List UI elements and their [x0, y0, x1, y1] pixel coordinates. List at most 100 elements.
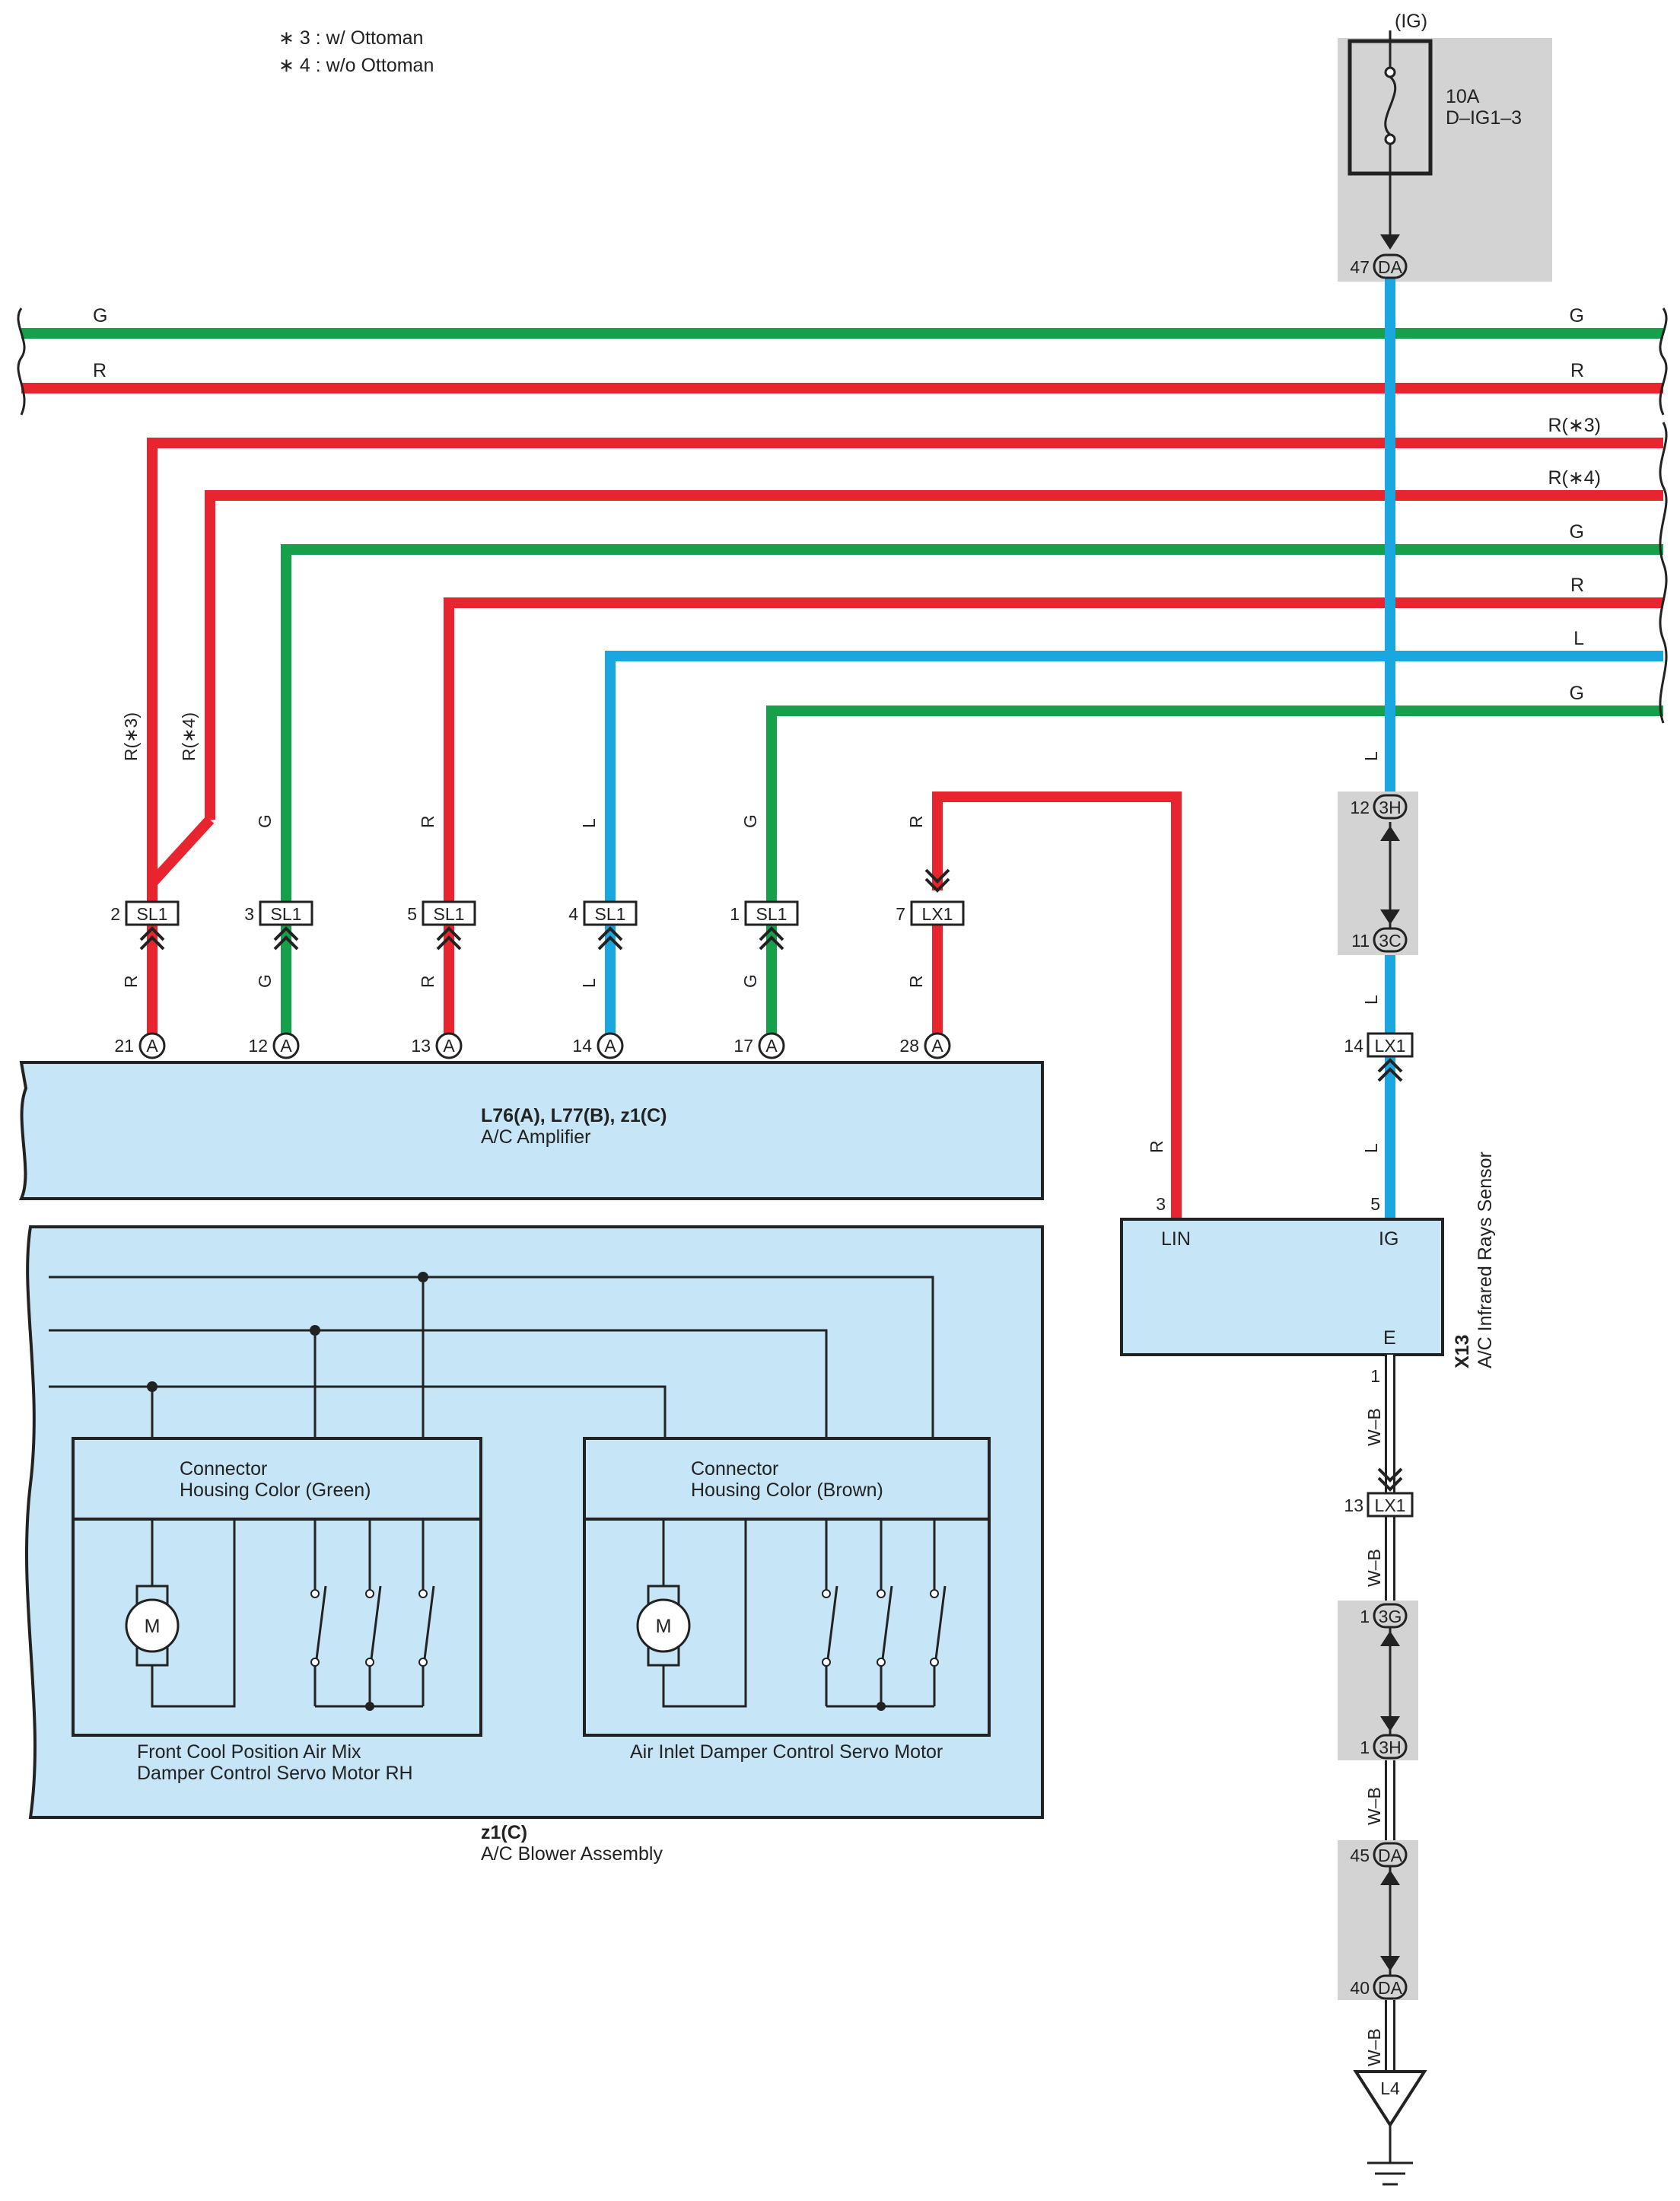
wire-label-top: G: [255, 814, 275, 828]
connector-chevron-icon: [1377, 1058, 1403, 1082]
svg-text:DA: DA: [1378, 1846, 1403, 1865]
sensor-terminal-ig: IG: [1379, 1228, 1398, 1250]
amp-column-brrb: SL14LLA14BRRB: [568, 818, 638, 1090]
blower-name: A/C Blower Assembly: [481, 1843, 663, 1865]
junction-connector-label: SL1: [271, 904, 302, 924]
junction-pin: 2: [110, 904, 120, 924]
junction-connector-label: LX1: [922, 904, 953, 924]
connector-da-47: [1373, 253, 1408, 279]
wire-label-l: L: [1361, 995, 1381, 1005]
bus-label-right: R: [1570, 360, 1584, 381]
svg-text:1: 1: [1370, 1366, 1380, 1386]
junction-connector-label: SL1: [434, 904, 465, 924]
wire-label-l: L: [1361, 751, 1381, 761]
connector-label: DA: [1378, 257, 1403, 277]
motor-icon: [125, 1598, 180, 1653]
connector-housing-label: Connector: [691, 1458, 778, 1480]
sensor-code: X13: [1452, 1335, 1473, 1368]
svg-text:3: 3: [1156, 1194, 1166, 1214]
note-no-ottoman: ∗ 4 : w/o Ottoman: [278, 55, 434, 76]
svg-text:14: 14: [1344, 1036, 1363, 1056]
connector-chevron-icon: [597, 926, 623, 951]
bus-label-right: R(∗3): [1548, 415, 1601, 436]
amplifier-code: L76(A), L77(B), z1(C): [481, 1105, 667, 1126]
wire-label-l: L: [1361, 1143, 1381, 1153]
wire-label-bottom: R: [906, 975, 926, 988]
amp-pin: 13: [411, 1036, 431, 1056]
fuse-arrow-icon: [1380, 234, 1400, 250]
amp-connector: [758, 1032, 785, 1059]
junction-arrow-icon: [1380, 1631, 1400, 1646]
amp-connector: [924, 1032, 951, 1059]
motor-symbol: M: [125, 1519, 435, 1711]
amp-connector: [597, 1032, 624, 1059]
junction-connector: [422, 900, 476, 926]
wire-label-bottom: R: [418, 975, 438, 988]
bus-label-right: G: [1570, 683, 1584, 704]
junction-pin: 1: [730, 904, 740, 924]
ground-point-icon: [1353, 2070, 1427, 2128]
junction-arrow-icon: [1380, 1716, 1400, 1731]
svg-text:1: 1: [1360, 1607, 1370, 1626]
bus-label-right: G: [1570, 305, 1584, 326]
sensor-terminal-lin: LIN: [1161, 1228, 1191, 1250]
fuse-element-icon: [1384, 75, 1397, 136]
svg-text:11: 11: [1351, 931, 1370, 951]
switch-icon: [881, 1585, 893, 1660]
amp-connector-label: A: [280, 1036, 292, 1056]
motor1-name: Damper Control Servo Motor RH: [137, 1763, 413, 1784]
connector-lx1-13: [1367, 1492, 1414, 1518]
svg-text:3C: 3C: [1379, 931, 1401, 951]
connector-housing-color: Housing Color (Green): [180, 1480, 371, 1501]
amp-connector-label: A: [443, 1036, 455, 1056]
amp-connector-label: A: [604, 1036, 616, 1056]
splice-dot: [310, 1325, 320, 1336]
amp-pin: 21: [114, 1036, 134, 1056]
connector-lx1-14: [1367, 1032, 1414, 1058]
connector-chevron-icon: [139, 926, 165, 951]
svg-text:5: 5: [1370, 1194, 1380, 1214]
break-marks: [17, 307, 1668, 724]
svg-text:3G: 3G: [1379, 1607, 1402, 1626]
splice-dot: [147, 1381, 158, 1392]
amp-pin: 28: [899, 1036, 919, 1056]
svg-text:45: 45: [1350, 1846, 1370, 1865]
blower-code: z1(C): [481, 1822, 527, 1843]
bus-label-right: G: [1570, 521, 1584, 543]
svg-text:12: 12: [1350, 798, 1370, 817]
svg-text:3H: 3H: [1379, 798, 1401, 817]
wire-label-bottom: G: [740, 974, 760, 988]
junction-connector: [910, 900, 965, 926]
svg-text:40: 40: [1350, 1978, 1370, 1998]
motor1-name: Front Cool Position Air Mix: [137, 1741, 361, 1763]
connector-housing-color: Housing Color (Brown): [691, 1480, 883, 1501]
wire-label-top: R(∗3): [121, 712, 141, 761]
amp-connector-label: A: [146, 1036, 158, 1056]
fuse-rating: 10A: [1446, 86, 1480, 107]
junction-connector: [125, 900, 180, 926]
motor-icon: [636, 1598, 691, 1653]
fuse-name: D–IG1–3: [1446, 107, 1522, 129]
amp-connector-label: A: [931, 1036, 943, 1056]
svg-text:DA: DA: [1378, 1978, 1403, 1998]
bus-label-right: R: [1570, 575, 1584, 596]
junction-connector-label: SL1: [756, 904, 788, 924]
switch-icon: [826, 1585, 838, 1660]
ground-symbol-icon: [1367, 2125, 1413, 2186]
bus-label-right: R(∗4): [1548, 467, 1601, 489]
bus-label-r-left: R: [93, 360, 107, 381]
amp-connector: [272, 1032, 300, 1059]
ac-infrared-sensor: [1120, 1218, 1444, 1356]
sensor-terminal-e: E: [1383, 1327, 1396, 1349]
wire-label-wb: W–B: [1364, 1787, 1384, 1825]
amplifier-columns: SL12RR(∗3)R(∗4)A21LIN3SL13GGA12BRRGSL15R…: [110, 712, 965, 1090]
junction-arrow-icon: [1380, 909, 1400, 925]
switch-icon: [934, 1585, 947, 1660]
connector-3h: [1373, 794, 1408, 820]
junction-connector: [259, 900, 313, 926]
connector-chevron-icon: [436, 926, 462, 951]
amp-connector: [138, 1032, 166, 1059]
svg-text:LX1: LX1: [1375, 1495, 1406, 1515]
